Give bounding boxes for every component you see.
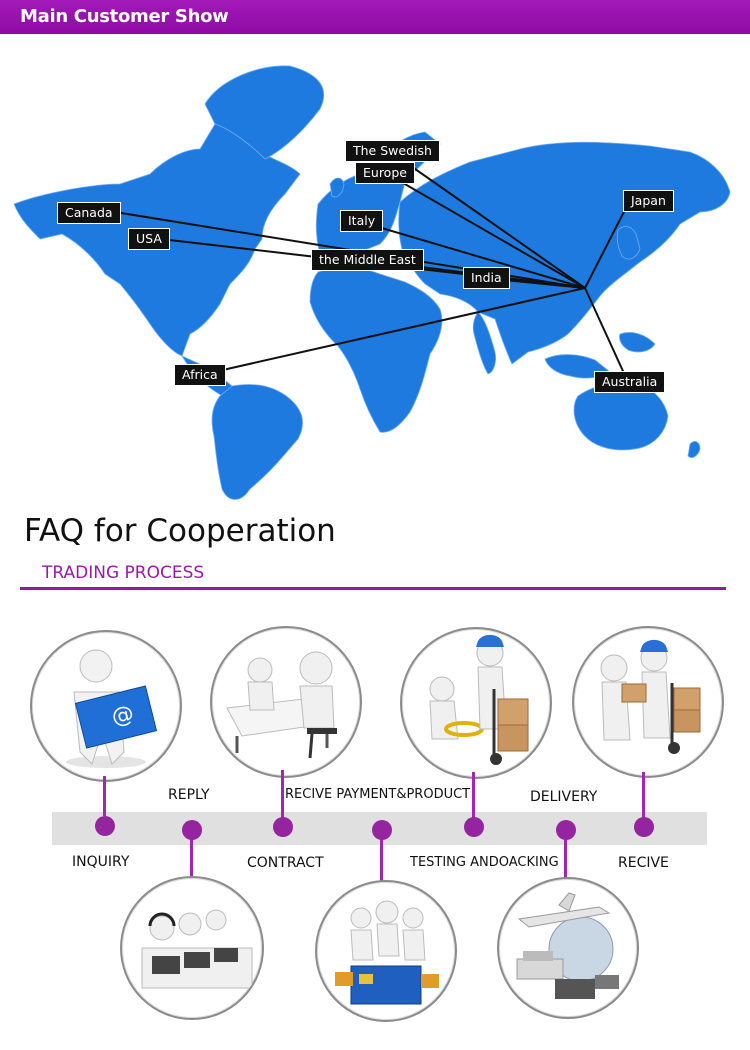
timeline-dot (556, 820, 576, 840)
testing-illustration (400, 627, 552, 779)
step-label-inquiry: INQUIRY (72, 854, 130, 870)
inquiry-illustration: @ (30, 630, 182, 782)
step-connector (103, 776, 106, 816)
step-label-recive: RECIVE (618, 855, 669, 871)
delivery-illustration (572, 626, 724, 778)
map-label-japan: Japan (623, 190, 674, 212)
step-connector (190, 832, 193, 878)
contract-illustration (210, 626, 362, 778)
step-label-payment: RECIVE PAYMENT&PRODUCT (285, 787, 471, 802)
map-label-africa: Africa (174, 364, 226, 386)
map-label-usa: USA (128, 228, 170, 250)
step-label-delivery: DELIVERY (530, 789, 598, 805)
faq-divider (20, 587, 726, 590)
reply-illustration (120, 876, 264, 1020)
step-connector (380, 832, 383, 882)
timeline-dot (634, 817, 654, 837)
timeline-dot (182, 820, 202, 840)
step-connector (472, 772, 475, 820)
step-label-contract: CONTRACT (247, 855, 324, 871)
section-banner: Main Customer Show (0, 0, 750, 34)
step-label-reply: REPLY (168, 787, 210, 803)
map-label-india: India (463, 267, 510, 289)
map-label-middle-east: the Middle East (311, 249, 424, 271)
banner-title: Main Customer Show (20, 6, 229, 27)
map-label-australia: Australia (594, 371, 666, 393)
step-label-testing: TESTING ANDOACKING (410, 855, 559, 870)
map-label-italy: Italy (340, 210, 384, 232)
faq-subtitle: TRADING PROCESS (42, 563, 205, 583)
step-connector (281, 770, 284, 822)
timeline-dot (273, 817, 293, 837)
timeline-dot (464, 817, 484, 837)
payment-illustration (315, 880, 457, 1022)
shipping-illustration (497, 877, 639, 1019)
step-connector (642, 772, 645, 822)
map-label-europe: Europe (355, 162, 415, 184)
world-map: The Swedish Europe Japan Canada Italy US… (0, 34, 750, 504)
map-label-canada: Canada (57, 202, 121, 224)
timeline-dot (95, 816, 115, 836)
step-connector (564, 832, 567, 880)
timeline-dot (372, 820, 392, 840)
map-label-swedish: The Swedish (345, 140, 440, 162)
faq-title: FAQ for Cooperation (24, 513, 336, 549)
